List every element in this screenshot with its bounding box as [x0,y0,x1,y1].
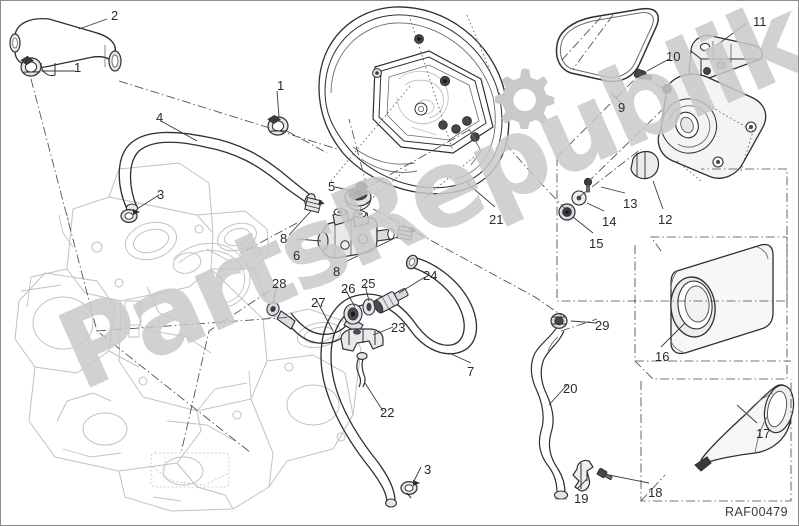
engine-ghost-detail [26,212,252,502]
hose-clamp-1-right [267,114,289,136]
callout-23: 23 [391,320,406,335]
hose-guide-clip-19 [572,459,594,492]
callout-3-lower: 3 [424,462,432,477]
hose-2 [9,17,122,76]
engine-ghost-hidden-lines [150,452,230,488]
airbox [318,6,510,195]
gasket-9 [555,7,659,83]
cable-tie-22 [356,352,368,388]
hose-4 [118,131,316,213]
callout-28: 28 [272,276,287,291]
callout-22: 22 [380,405,395,420]
part-code-label: RAF00479 [725,505,788,519]
callout-27: 27 [311,295,326,310]
washer-25 [362,298,376,316]
callout-4: 4 [156,110,164,125]
hose-clamp-8-left [304,196,326,214]
valve-mount-grommet [344,187,372,211]
callout-14: 14 [602,214,617,229]
callout-3-upper: 3 [157,187,165,202]
clamp-29 [550,312,568,330]
callout-9: 9 [618,100,626,115]
bracket-clip-23 [340,328,384,352]
callout-8-right: 8 [333,264,341,279]
callout-2: 2 [111,8,119,23]
callout-12: 12 [658,212,673,227]
screw-13 [583,177,593,193]
callout-20: 20 [563,381,578,396]
engine-ghost-outline [14,162,362,512]
callout-21: 21 [489,212,504,227]
air-filter-16 [670,243,774,355]
intake-horn-17 [694,384,795,472]
callout-29: 29 [595,318,610,333]
group-frames [556,72,792,502]
callout-19: 19 [574,491,589,506]
hidden-detail-lines [330,14,754,212]
callout-6: 6 [293,248,301,263]
fitting-24 [373,288,409,314]
hose-clamp-3-upper [120,208,140,224]
callout-leader-lines [41,18,758,490]
hose-7 [320,254,478,508]
callout-18: 18 [648,485,663,500]
hose-clamp-3-lower [400,480,420,499]
spacer-15 [558,203,576,221]
solenoid-valve-assembly [304,187,418,259]
hose-clamp-1-left [20,55,42,77]
solenoid-valve-body [317,208,395,259]
sealing-ring-26 [343,303,363,325]
screw-18 [596,467,613,480]
assembly-reference-lines [30,14,670,454]
callout-8-left: 8 [280,231,288,246]
callout-5: 5 [328,179,336,194]
callout-1-left: 1 [74,60,82,75]
pipe-27-assembly [264,288,409,388]
callout-7: 7 [467,364,475,379]
callout-24: 24 [423,268,438,283]
hose-20 [530,326,569,500]
callout-10: 10 [666,49,681,64]
cover-seal-12b [630,150,660,180]
callout-1-right: 1 [277,78,285,93]
callout-25: 25 [361,276,376,291]
callout-17: 17 [756,426,771,441]
callout-13: 13 [623,196,638,211]
callout-15: 15 [589,236,604,251]
callout-16: 16 [655,349,670,364]
callout-11: 11 [753,14,767,29]
bolt-10 [633,68,653,81]
callout-26: 26 [341,281,356,296]
